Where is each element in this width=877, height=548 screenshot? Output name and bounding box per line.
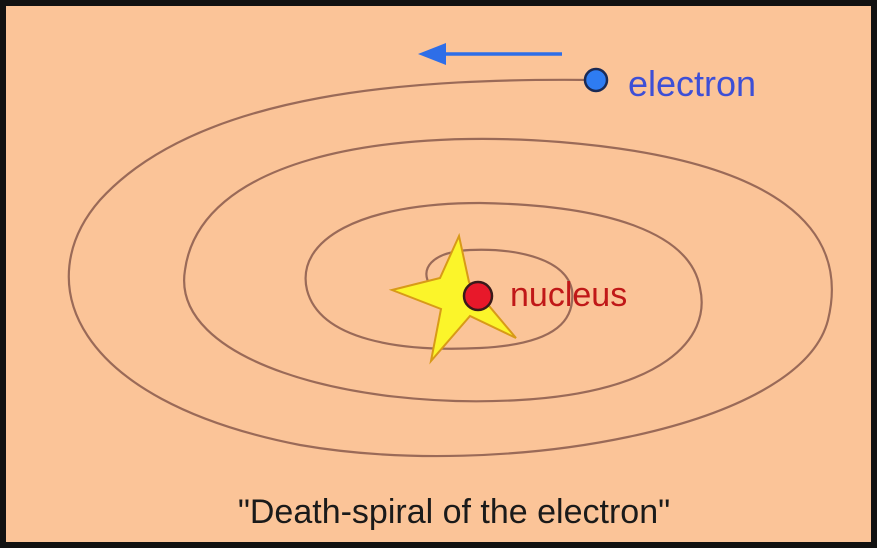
electron-dot [583,67,609,93]
nucleus-dot [462,280,494,312]
motion-arrow-icon [418,43,562,65]
caption: "Death-spiral of the electron" [238,493,670,531]
nucleus-label: nucleus [510,276,627,314]
electron-label: electron [628,63,756,104]
spiral-path [67,78,833,458]
